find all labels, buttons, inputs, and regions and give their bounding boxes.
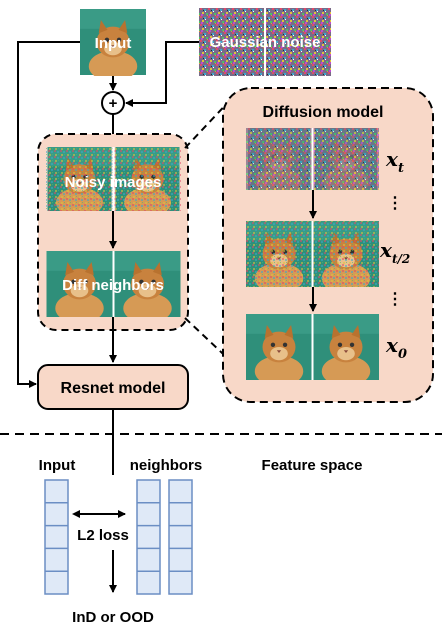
xt-label: xt (385, 147, 404, 176)
neighbor-feature-vector-1 (136, 479, 161, 595)
output-label: InD or OOD (72, 609, 154, 626)
feature-neighbors-label: neighbors (130, 457, 203, 474)
vdots-1: ⋮ (387, 195, 403, 212)
diffusion-model-title: Diffusion model (263, 104, 384, 121)
diffusion-row-x0 (246, 314, 379, 380)
arrow-noise-to-sum (125, 41, 199, 107)
diff-neighbors-label: Diff neighbors (62, 277, 164, 294)
plus-symbol: + (109, 95, 118, 112)
feature-space-label: Feature space (262, 457, 363, 474)
input-image: Input (80, 9, 146, 76)
diffusion-row-xt (246, 128, 379, 190)
arrow-input-skip-to-resnet (17, 41, 80, 388)
xhalf-label: xt/2 (379, 238, 410, 266)
diffusion-row-xhalf (246, 221, 379, 287)
l2-arrowhead-left (72, 510, 80, 518)
l2-loss-label: L2 loss (77, 527, 129, 544)
feature-input-label: Input (39, 457, 76, 474)
neighbor-feature-vector-2 (168, 479, 193, 595)
noisy-images: Noisy images (46, 147, 181, 211)
resnet-model-label: Resnet model (61, 380, 166, 397)
vdots-2: ⋮ (387, 291, 403, 308)
x0-label: x0 (385, 333, 407, 362)
noisy-images-label: Noisy images (65, 174, 162, 191)
diff-neighbors-images: Diff neighbors (46, 251, 181, 317)
input-feature-vector (44, 479, 69, 595)
gaussian-noise-label: Gaussian noise (210, 34, 321, 51)
input-label: Input (95, 35, 132, 52)
gaussian-noise-image: Gaussian noise (199, 8, 331, 76)
sum-node: + (101, 91, 125, 115)
